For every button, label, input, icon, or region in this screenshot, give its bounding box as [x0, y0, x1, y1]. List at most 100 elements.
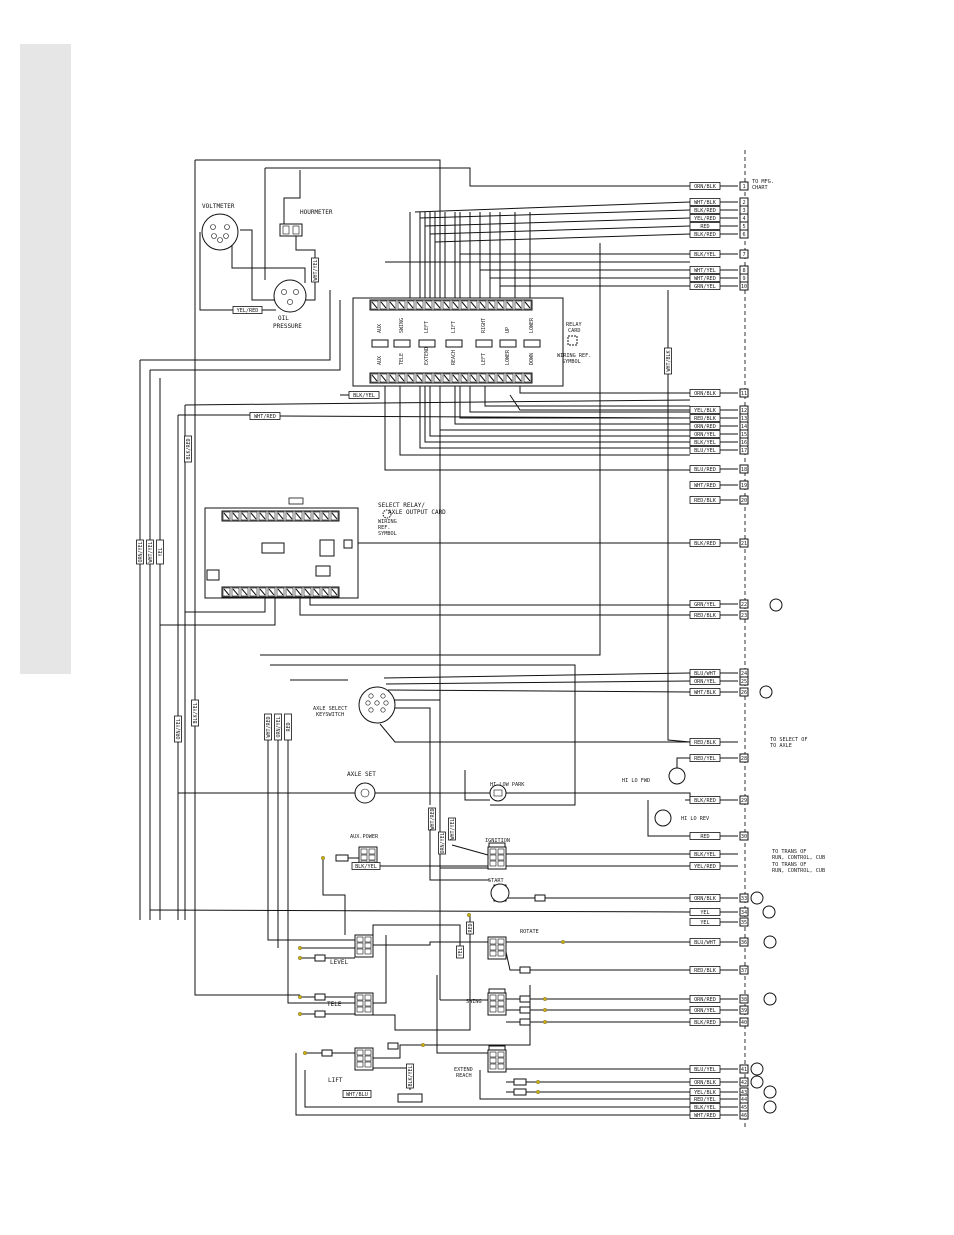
left-wire-tag-label: YEL	[158, 547, 164, 556]
connector-pin-number: 28	[741, 756, 747, 762]
right-wire-tag	[689, 182, 721, 190]
connector-pin-number: 20	[741, 498, 747, 504]
relay-card-bottom-strip-terminal-screw	[416, 374, 423, 382]
right-wire-tag	[689, 862, 721, 870]
relay-top-label: AUX	[377, 324, 383, 333]
relay	[371, 339, 389, 348]
connector-pin-number: 36	[741, 940, 747, 946]
left-wire-tag	[184, 435, 192, 463]
relay-card-bottom-strip-terminal-screw	[443, 374, 450, 382]
wire	[429, 225, 691, 235]
right-wire-tag	[689, 389, 721, 397]
wire	[469, 383, 690, 413]
tele-switch-terminal	[356, 1006, 364, 1013]
right-wire-tag	[689, 918, 721, 926]
right-wire-tag	[689, 1095, 721, 1103]
oil-wire-tag-label: YEL/RED	[237, 308, 259, 314]
relay-card-top-strip-terminal-screw	[470, 301, 477, 309]
relay	[418, 339, 436, 348]
wire	[184, 399, 691, 406]
wire	[436, 975, 488, 1054]
hourmeter-terminal	[282, 225, 290, 235]
relay-top-label: SWING	[399, 318, 405, 333]
ignition-switch-terminal	[489, 848, 497, 855]
wire	[149, 909, 691, 913]
connector-pin	[739, 676, 749, 686]
axle-select-label-1: AXLE SELECT	[313, 706, 347, 712]
right-wire-tag-label: RED	[700, 834, 709, 840]
end-device	[759, 685, 773, 699]
right-wire-tag-label: BLK/RED	[694, 541, 716, 547]
connector-pin-number: 10	[741, 284, 747, 290]
splice-dot	[543, 997, 548, 1002]
right-wire-tag	[689, 430, 721, 438]
right-wire-tag-label: RED/BLK	[694, 740, 717, 746]
connector-pin-number: 7	[742, 252, 745, 258]
wire	[231, 245, 306, 283]
voltmeter-terminal	[223, 233, 229, 239]
relay-card-bottom-strip-terminal-screw	[452, 374, 459, 382]
right-wire-tag	[689, 938, 721, 946]
relay-card-top-strip-terminal-screw	[434, 301, 441, 309]
hourmeter-wire-tag-label: WHT/YEL	[313, 259, 319, 280]
connector-pin	[739, 181, 749, 191]
right-wire-tag	[689, 465, 721, 473]
connector-pin-number: 42	[741, 1080, 747, 1086]
rotate-switch-terminal	[489, 938, 497, 945]
right-wire-tag-label: RED/BLK	[694, 968, 717, 974]
aux-wire-tag	[351, 862, 381, 870]
keyswitch-terminal	[365, 700, 371, 706]
left-wire-tag	[284, 713, 292, 741]
right-wire-tag	[689, 738, 721, 746]
connector-pin-number: 41	[741, 1067, 747, 1073]
connector-pin-number: 43	[741, 1090, 747, 1096]
aux-wire-tag-label: BLK/YEL	[355, 864, 377, 870]
relay-card-top-strip-terminal-screw	[515, 301, 522, 309]
tele-diode	[314, 1010, 326, 1018]
relay-card-top-strip-terminal-screw	[524, 301, 531, 309]
select-card-bottom-strip-terminal-screw	[250, 588, 257, 596]
right-wire-tag	[689, 1111, 721, 1119]
wire	[140, 290, 331, 361]
relay-card-top-strip-terminal-screw	[389, 301, 396, 309]
wire	[309, 598, 690, 606]
right-wire-tag-label: BLK/RED	[694, 798, 716, 804]
select-ref-label-3: SYMBOL	[378, 531, 397, 537]
right-wire-tag-label: BLK/YEL	[694, 1105, 716, 1111]
right-wire-tag	[689, 214, 721, 222]
select-card-bottom-strip-terminal-screw	[268, 588, 275, 596]
right-wire-tag-label: YEL/BLK	[694, 1090, 717, 1096]
relay	[523, 339, 541, 348]
lift-label: LIFT	[328, 1077, 343, 1084]
relay-card-top-strip-terminal-screw	[425, 301, 432, 309]
extend-reach-switch-terminal	[497, 1051, 505, 1058]
select-card-top-strip-terminal-screw	[304, 512, 311, 520]
rotate-switch-terminal	[497, 944, 505, 951]
wire	[304, 1070, 690, 1108]
wire	[372, 924, 461, 955]
right-wire-tag	[689, 1018, 721, 1026]
select-ref-symbol	[382, 509, 392, 519]
ignition-wire-tag-label: WHT/YEL	[450, 818, 456, 839]
lift-diode	[387, 1042, 399, 1050]
select-card-top-strip-terminal-screw	[277, 512, 284, 520]
aux-power-switch-terminal	[360, 848, 368, 855]
left-wire-tag-label: RED	[286, 722, 292, 731]
end-device	[769, 598, 783, 612]
wire	[177, 520, 355, 794]
wire	[283, 170, 301, 224]
wire	[464, 770, 490, 801]
wire-hour-top	[265, 167, 690, 187]
aux-fuse	[335, 854, 349, 862]
extend-reach-switch-terminal	[497, 1063, 505, 1070]
splice-dot	[543, 1020, 548, 1025]
end-device	[762, 905, 776, 919]
relay-card-bottom-strip-terminal-screw	[488, 374, 495, 382]
extend-reach-switch-terminal	[497, 1057, 505, 1064]
lift-diode	[321, 1049, 333, 1057]
connector-pin-number: 26	[741, 690, 747, 696]
connector-pin	[739, 281, 749, 291]
relay-card-bottom-strip-terminal-screw	[524, 374, 531, 382]
wire	[484, 383, 690, 407]
select-relay	[319, 539, 335, 557]
